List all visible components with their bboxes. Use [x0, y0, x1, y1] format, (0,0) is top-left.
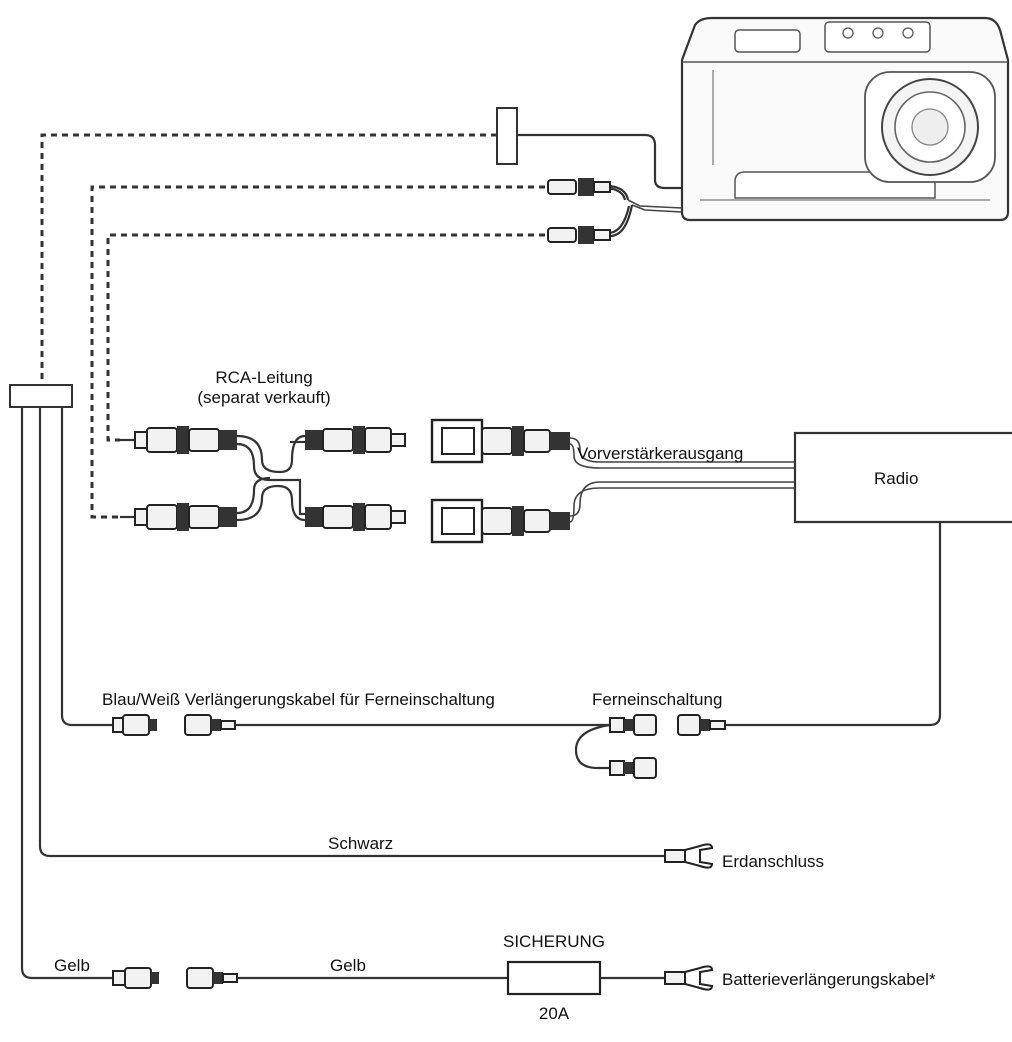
remote-extension-label: Blau/Weiß Verlängerungskabel für Fernein… — [102, 690, 495, 709]
ring-terminal-icon — [664, 965, 714, 991]
bullet-connector-icon — [609, 714, 657, 736]
radio-label: Radio — [874, 469, 919, 488]
bullet-connector-icon — [184, 714, 236, 736]
rca-jack-icon — [430, 418, 570, 464]
rca-plug-icon — [120, 503, 237, 531]
black-wire-label: Schwarz — [328, 834, 394, 853]
subwoofer-enclosure-icon — [680, 16, 1010, 222]
rca-cable-note: (separat verkauft) — [197, 388, 331, 407]
battery-extension-label: Batterieverlängerungskabel* — [722, 970, 936, 989]
rca-plug-icon — [305, 503, 406, 531]
radio-unit — [793, 431, 1012, 524]
bullet-connector-icon — [112, 714, 157, 736]
ground-label: Erdanschluss — [722, 852, 825, 871]
rca-plug-icon — [305, 426, 406, 454]
rca-plug-icon — [120, 426, 237, 454]
bullet-connector-icon — [677, 714, 726, 736]
remote-on-label: Ferneinschaltung — [592, 690, 723, 709]
rca-jack-icon — [430, 498, 570, 544]
yellow-wire-label-mid: Gelb — [330, 956, 366, 975]
bullet-connector-icon — [112, 967, 159, 989]
preamp-output-label: Vorverstärkerausgang — [577, 444, 744, 463]
rca-plug-icon — [547, 226, 611, 244]
yellow-wire-label-left: Gelb — [54, 956, 90, 975]
rca-plug-icon — [547, 178, 611, 196]
harness-connector-icon — [9, 384, 73, 408]
bullet-connector-icon — [186, 967, 238, 989]
power-connector-icon — [496, 107, 518, 165]
fuse-holder-icon — [506, 960, 602, 996]
bullet-connector-icon — [609, 757, 657, 779]
rca-cable-label: RCA-Leitung — [215, 368, 313, 387]
fuse-label: SICHERUNG — [502, 932, 606, 951]
fuse-rating-label: 20A — [538, 1004, 570, 1023]
ring-terminal-icon — [664, 843, 714, 869]
